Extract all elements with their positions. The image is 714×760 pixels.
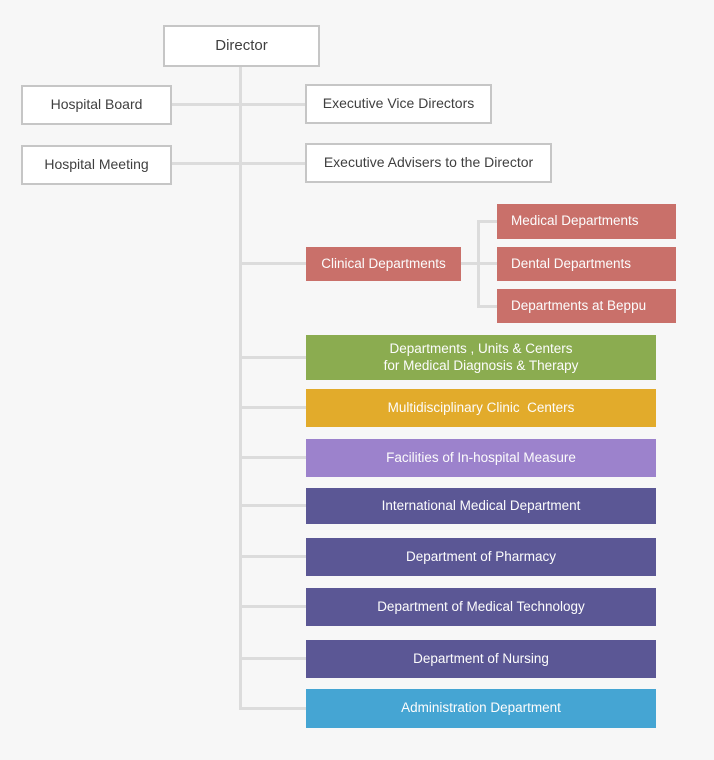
node-clinical-departments-label: Clinical Departments	[321, 255, 446, 271]
node-multidisciplinary-clinic-centers-label: Multidisciplinary Clinic Centers	[387, 399, 575, 415]
node-department-of-medical-technology: Department of Medical Technology	[306, 588, 656, 626]
connector-pharmacy	[241, 555, 306, 558]
connector-international	[241, 504, 306, 507]
node-department-of-nursing: Department of Nursing	[306, 640, 656, 678]
node-administration-department-label: Administration Department	[401, 700, 561, 716]
node-dental-departments-label: Dental Departments	[511, 255, 632, 271]
node-facilities-in-hospital-measure-label: Facilities of In-hospital Measure	[386, 449, 576, 465]
node-director-label: Director	[215, 36, 268, 54]
node-director: Director	[163, 25, 320, 67]
node-department-of-pharmacy: Department of Pharmacy	[306, 538, 656, 576]
node-hospital-meeting-label: Hospital Meeting	[44, 156, 149, 173]
node-administration-department: Administration Department	[306, 689, 656, 728]
node-department-of-medical-technology-label: Department of Medical Technology	[377, 598, 585, 614]
node-medical-departments: Medical Departments	[497, 204, 676, 239]
node-executive-vice-directors-label: Executive Vice Directors	[322, 95, 475, 112]
node-executive-advisers: Executive Advisers to the Director	[305, 143, 552, 183]
node-multidisciplinary-clinic-centers: Multidisciplinary Clinic Centers	[306, 389, 656, 427]
connector-main-trunk	[239, 67, 242, 710]
node-department-of-pharmacy-label: Department of Pharmacy	[405, 548, 557, 564]
connector-medical-technology	[241, 605, 306, 608]
node-diagnosis-therapy-label: Departments , Units & Centers for Medica…	[383, 340, 579, 373]
connector-hospital-board	[172, 103, 305, 106]
connector-clinical-sub-trunk	[477, 220, 480, 308]
connector-administration	[241, 707, 306, 710]
node-departments-at-beppu-label: Departments at Beppu	[511, 297, 647, 313]
connector-departments-at-beppu	[480, 305, 497, 308]
node-international-medical-department-label: International Medical Department	[381, 497, 581, 513]
node-facilities-in-hospital-measure: Facilities of In-hospital Measure	[306, 439, 656, 477]
connector-clinical-departments	[241, 262, 306, 265]
node-dental-departments: Dental Departments	[497, 247, 676, 281]
node-executive-vice-directors: Executive Vice Directors	[305, 84, 492, 124]
node-department-of-nursing-label: Department of Nursing	[413, 650, 549, 666]
node-departments-at-beppu: Departments at Beppu	[497, 289, 676, 323]
node-diagnosis-therapy: Departments , Units & Centers for Medica…	[306, 335, 656, 380]
node-hospital-board-label: Hospital Board	[50, 96, 143, 113]
connector-diagnosis-therapy	[241, 356, 306, 359]
node-executive-advisers-label: Executive Advisers to the Director	[323, 154, 534, 171]
node-hospital-board: Hospital Board	[21, 85, 172, 125]
node-hospital-meeting: Hospital Meeting	[21, 145, 172, 185]
connector-clinical-to-children	[461, 262, 478, 265]
node-clinical-departments: Clinical Departments	[306, 247, 461, 281]
connector-dental-departments	[480, 262, 497, 265]
connector-facilities	[241, 456, 306, 459]
connector-multidisciplinary	[241, 406, 306, 409]
node-international-medical-department: International Medical Department	[306, 488, 656, 524]
node-medical-departments-label: Medical Departments	[511, 213, 639, 229]
connector-nursing	[241, 657, 306, 660]
connector-hospital-meeting	[172, 162, 305, 165]
connector-medical-departments	[480, 220, 497, 223]
